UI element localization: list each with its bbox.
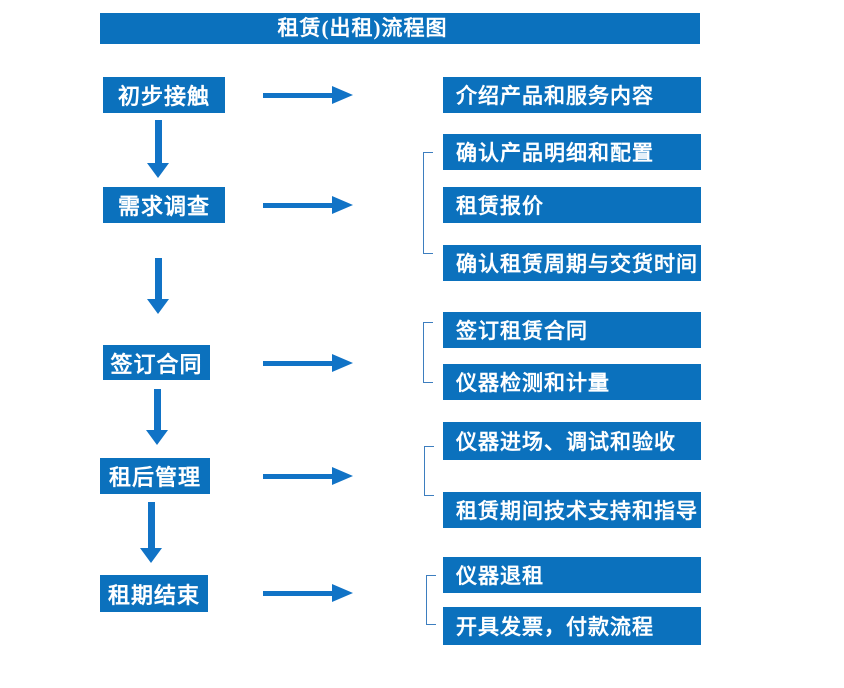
output-box-2-2: 租赁报价	[443, 187, 701, 223]
right-arrow-head	[332, 86, 353, 104]
output-box-4-2: 租赁期间技术支持和指导	[443, 492, 701, 528]
step-box-3: 签订合同	[103, 345, 210, 380]
output-box-1-1: 介绍产品和服务内容	[443, 77, 701, 113]
step-box-5: 租期结束	[100, 575, 208, 612]
right-arrow-head	[332, 584, 353, 602]
down-arrow-shaft	[153, 389, 161, 431]
output-box-3-2: 仪器检测和计量	[443, 364, 701, 400]
right-arrow-5	[263, 584, 353, 602]
right-arrow-head	[332, 354, 353, 372]
step-box-4: 租后管理	[100, 458, 210, 494]
output-box-2-1: 确认产品明细和配置	[443, 134, 701, 170]
down-arrow-1	[147, 120, 169, 178]
down-arrow-head	[147, 163, 169, 178]
step-box-2: 需求调查	[103, 187, 225, 223]
output-box-4-1: 仪器进场、调试和验收	[443, 422, 701, 460]
right-arrow-shaft	[263, 590, 333, 596]
right-arrow-shaft	[263, 202, 333, 208]
down-arrow-shaft	[154, 120, 162, 164]
right-arrow-1	[263, 86, 353, 104]
output-box-5-1: 仪器退租	[443, 557, 701, 593]
right-arrow-shaft	[263, 360, 333, 366]
right-arrow-3	[263, 354, 353, 372]
right-arrow-2	[263, 196, 353, 214]
output-box-2-3: 确认租赁周期与交货时间	[443, 245, 701, 281]
down-arrow-head	[140, 548, 162, 563]
right-arrow-shaft	[263, 92, 333, 98]
right-arrow-head	[332, 467, 353, 485]
right-arrow-4	[263, 467, 353, 485]
right-arrow-head	[332, 196, 353, 214]
down-arrow-head	[146, 430, 168, 445]
step-box-1: 初步接触	[103, 77, 225, 113]
output-box-3-1: 签订租赁合同	[443, 312, 701, 348]
down-arrow-2	[147, 258, 169, 314]
output-box-5-2: 开具发票，付款流程	[443, 607, 701, 645]
group-bracket-1	[423, 152, 433, 254]
down-arrow-shaft	[147, 502, 155, 549]
down-arrow-head	[147, 299, 169, 314]
down-arrow-3	[146, 389, 168, 445]
group-bracket-4	[426, 575, 436, 625]
down-arrow-shaft	[154, 258, 162, 300]
flow-title: 租赁(出租)流程图	[100, 13, 700, 44]
group-bracket-3	[424, 446, 434, 496]
right-arrow-shaft	[263, 473, 333, 479]
group-bracket-2	[423, 322, 433, 383]
down-arrow-4	[140, 502, 162, 563]
